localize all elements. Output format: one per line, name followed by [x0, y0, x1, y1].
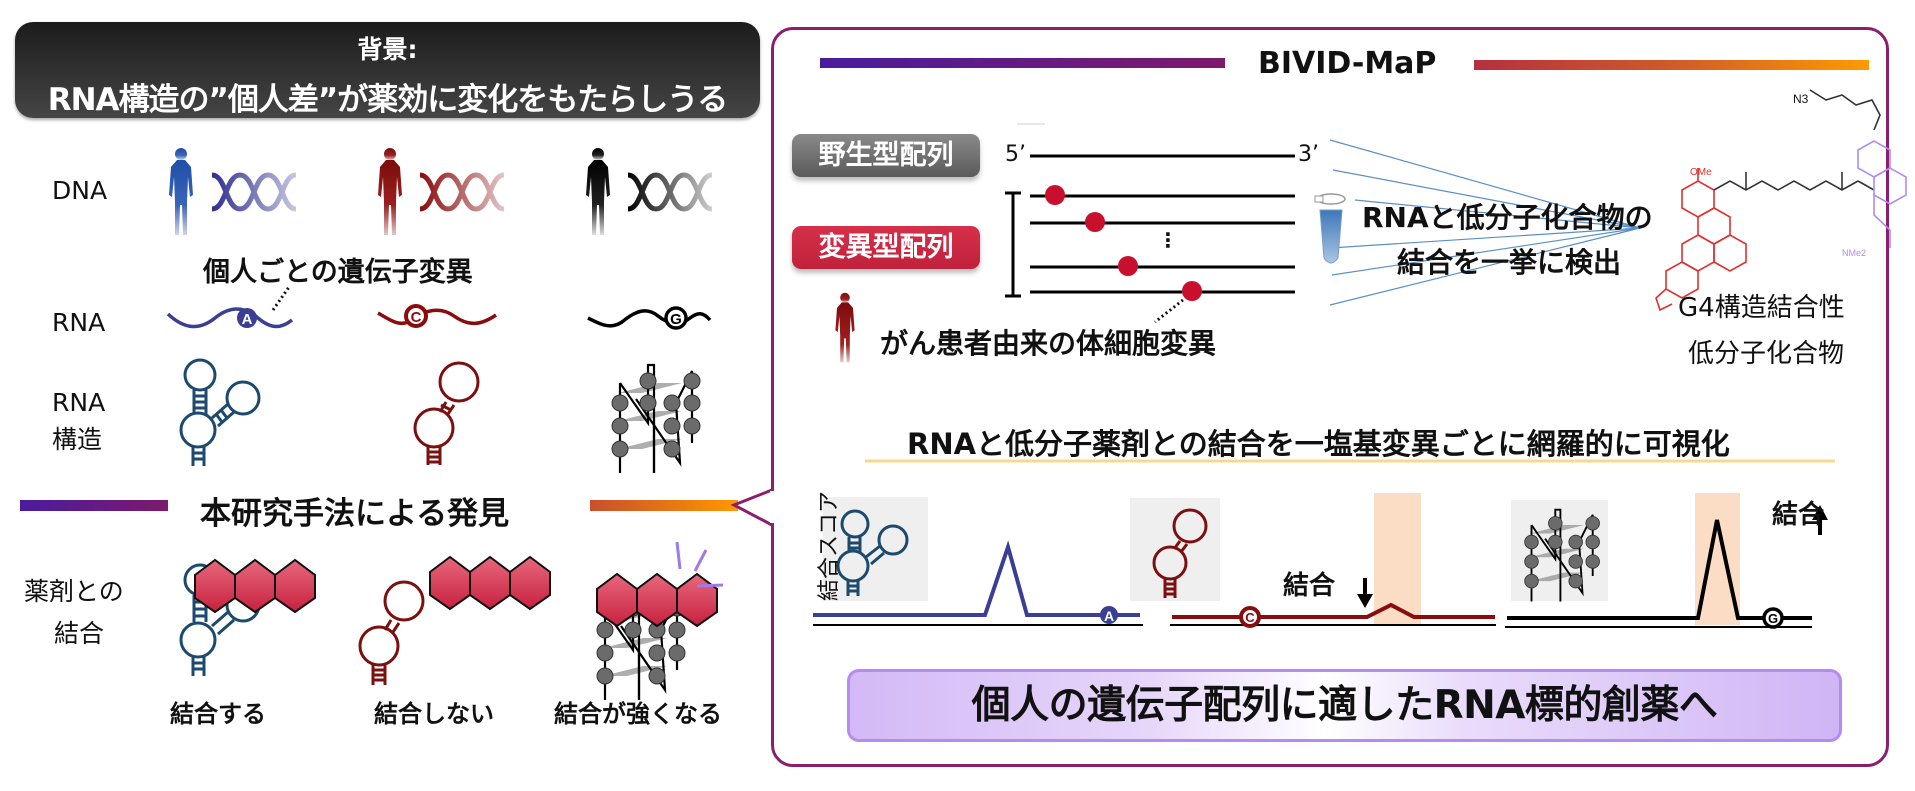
background-title: 背景: [357, 35, 418, 64]
wild-type-badge: 野生型配列 [792, 134, 980, 177]
drug-binds-illustration [179, 559, 316, 676]
mutation-dot [1182, 281, 1202, 301]
detect-line2: 結合を一挙に検出 [1397, 246, 1622, 279]
arrow-down-icon [1357, 578, 1373, 608]
arrow-up-icon [1812, 505, 1828, 535]
background-header: 背景: RNA構造の”個人差”が薬効に変化をもたらしうる [15, 22, 760, 118]
findings-row-label-line1: 薬剤との [24, 577, 124, 606]
rna-structure-icon-two-loop [413, 361, 480, 465]
title-bar-right [1474, 60, 1869, 70]
methoxy-label: OMe [1690, 167, 1712, 178]
increase-label: 結合 [1772, 500, 1825, 530]
rna-strand-icon-red: C [377, 304, 497, 328]
score-panel-c: C [1130, 493, 1496, 628]
findings-title: 本研究手法による発見 [200, 496, 510, 532]
detect-line1: RNAと低分子化合物の [1362, 201, 1653, 234]
three-prime-label: 3’ [1298, 142, 1319, 167]
drug-no-binding-illustration [358, 556, 551, 685]
ellipsis-mark: ⋮ [1158, 228, 1178, 252]
highlight-region-c [1374, 493, 1421, 625]
sample-tube-icon [1314, 193, 1346, 264]
compound-caption-line2: 低分子化合物 [1688, 339, 1845, 369]
panel-pointer [730, 488, 773, 527]
mutant-badge: 変異型配列 [792, 226, 980, 269]
visualization-title: RNAと低分子薬剤との結合を一塩基変異ごとに網羅的に可視化 [907, 427, 1730, 461]
patient-caption: がん患者由来の体細胞変異 [880, 327, 1217, 360]
mutation-dot [1085, 212, 1105, 232]
decrease-label: 結合 [1283, 571, 1336, 601]
findings-bar-left [20, 500, 168, 511]
rna-strand-icon-black: G [587, 306, 712, 330]
structure-row-label-line2: 構造 [52, 425, 103, 454]
rna-strand-icon-blue: A [166, 286, 294, 329]
method-panel [771, 27, 1889, 767]
outcome-label-binds: 結合する [170, 700, 266, 728]
variation-caption: 個人ごとの遺伝子変異 [203, 257, 473, 288]
rna-structure-icon-three-way [179, 358, 261, 466]
score-panel-a: A [813, 497, 1143, 626]
mutation-dots [1045, 185, 1202, 301]
dimethylamine-label: NMe2 [1842, 248, 1866, 258]
sparkle-icon [675, 541, 724, 588]
structure-thumb-g4 [1524, 508, 1600, 602]
svg-text:G: G [670, 311, 682, 328]
conclusion-banner: 個人の遺伝子配列に適したRNA標的創薬へ [847, 669, 1842, 742]
structure-thumb-three-way [836, 509, 909, 596]
svg-text:C: C [411, 309, 422, 326]
patient-icon [835, 292, 855, 363]
drug-stronger-binding-illustration [595, 541, 724, 702]
outcome-label-stronger: 結合が強くなる [554, 700, 722, 728]
svg-text:A: A [242, 311, 253, 328]
background-subtitle: RNA構造の”個人差”が薬効に変化をもたらしうる [47, 82, 729, 118]
structure-row-label-line1: RNA [52, 388, 106, 417]
base-label-g: G [1768, 611, 1778, 626]
findings-row-label-line2: 結合 [54, 619, 105, 648]
mutation-dot [1045, 185, 1065, 205]
left-illustrations: A C G [20, 148, 738, 702]
score-trace-a [813, 540, 1140, 617]
dna-row-label: DNA [52, 176, 108, 205]
rna-row-label: RNA [52, 308, 106, 337]
base-label-c: C [1245, 610, 1255, 625]
fan-lines [1329, 139, 1641, 306]
score-trace-c [1172, 602, 1495, 619]
base-label-a: A [1104, 608, 1114, 624]
compound-caption-line1: G4構造結合性 [1678, 293, 1845, 323]
mutation-dot [1118, 256, 1138, 276]
outcome-label-no-binding: 結合しない [374, 700, 494, 728]
mutant-sequence-lines [1030, 194, 1295, 294]
g4-ligand-structure [1655, 89, 1907, 312]
title-bar-left [820, 58, 1225, 68]
structure-thumb-two-loop [1152, 508, 1208, 598]
method-title: BIVID-MaP [1258, 46, 1437, 81]
y-axis-label: 結合スコア [817, 491, 842, 602]
five-prime-label: 5’ [1005, 142, 1026, 167]
mutant-bracket [1005, 191, 1021, 298]
findings-bar-right [590, 500, 738, 511]
azide-label: N3 [1793, 92, 1809, 106]
score-panel-g: G [1505, 493, 1828, 629]
